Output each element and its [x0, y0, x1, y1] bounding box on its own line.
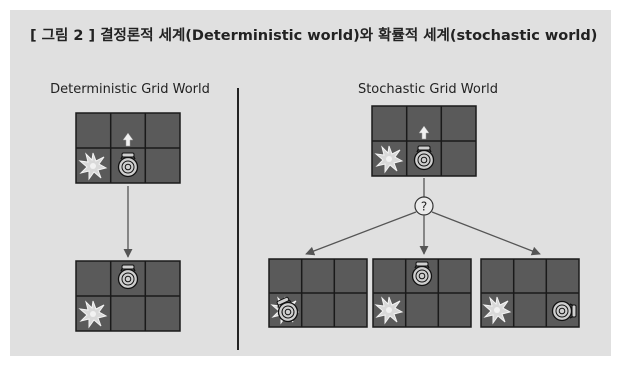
- deterministic-result-grid: [75, 260, 181, 332]
- stochastic-outcome-right-grid: [480, 258, 580, 328]
- branch-arrow-right: [431, 211, 541, 256]
- stochastic-outcome-left-grid: [268, 258, 368, 328]
- deterministic-start-grid: [75, 112, 181, 184]
- branch-arrow-left: [305, 211, 417, 256]
- stochastic-outcome-middle-grid: [372, 258, 472, 328]
- deterministic-panel-label: Deterministic Grid World: [50, 82, 210, 97]
- stochastic-start-grid: [371, 105, 477, 177]
- stochastic-panel-label: Stochastic Grid World: [357, 82, 499, 97]
- figure-frame: [ 그림 2 ] 결정론적 세계(Deterministic world)와 확…: [10, 10, 611, 356]
- diagram-canvas: ?: [75, 88, 580, 350]
- question-symbol: ?: [421, 200, 427, 214]
- figure-title: [ 그림 2 ] 결정론적 세계(Deterministic world)와 확…: [30, 28, 598, 44]
